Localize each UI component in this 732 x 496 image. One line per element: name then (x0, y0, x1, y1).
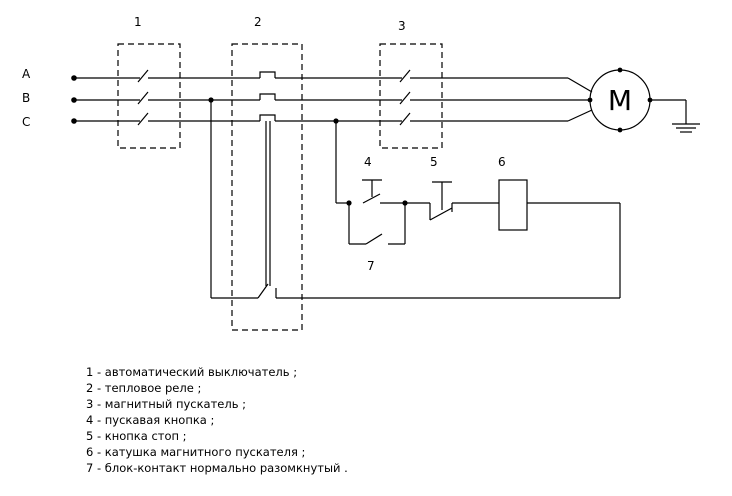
stop-button-icon (405, 181, 499, 221)
legend-item: 5 - кнопка стоп ; (86, 429, 187, 443)
control-feed-wire (335, 121, 349, 204)
phase-b-label: B (22, 91, 30, 105)
block-number-4: 4 (364, 155, 372, 169)
aux-contact-icon (348, 203, 406, 245)
breaker-enclosure (117, 43, 181, 149)
block-number-3: 3 (398, 19, 406, 33)
coil-symbol (498, 179, 528, 231)
phase-c-line (74, 109, 593, 126)
control-return-wire (210, 100, 621, 299)
start-button-icon (362, 179, 405, 204)
legend: 1 - автоматический выключатель ; 2 - теп… (86, 364, 348, 476)
legend-item: 7 - блок-контакт нормально разомкнутый . (86, 461, 348, 475)
phase-c-label: C (22, 115, 30, 129)
phase-a-line (74, 69, 593, 93)
block-number-5: 5 (430, 155, 438, 169)
legend-item: 4 - пускавая кнопка ; (86, 413, 215, 427)
block-number-1: 1 (134, 15, 142, 29)
legend-item: 2 - тепловое реле ; (86, 381, 202, 395)
legend-item: 3 - магнитный пускатель ; (86, 397, 247, 411)
thermal-relay-heater (265, 121, 271, 286)
thermal-relay-enclosure (231, 43, 303, 331)
ground-icon (650, 99, 700, 133)
block-number-2: 2 (254, 15, 262, 29)
legend-item: 1 - автоматический выключатель ; (86, 365, 298, 379)
junction-dots (71, 67, 653, 206)
block-number-6: 6 (498, 155, 506, 169)
starter-enclosure (379, 43, 443, 149)
phase-b-line (74, 91, 590, 105)
block-number-7: 7 (367, 259, 375, 273)
legend-item: 6 - катушка магнитного пускателя ; (86, 445, 306, 459)
phase-a-label: A (22, 67, 31, 81)
motor-label: M (608, 84, 632, 117)
